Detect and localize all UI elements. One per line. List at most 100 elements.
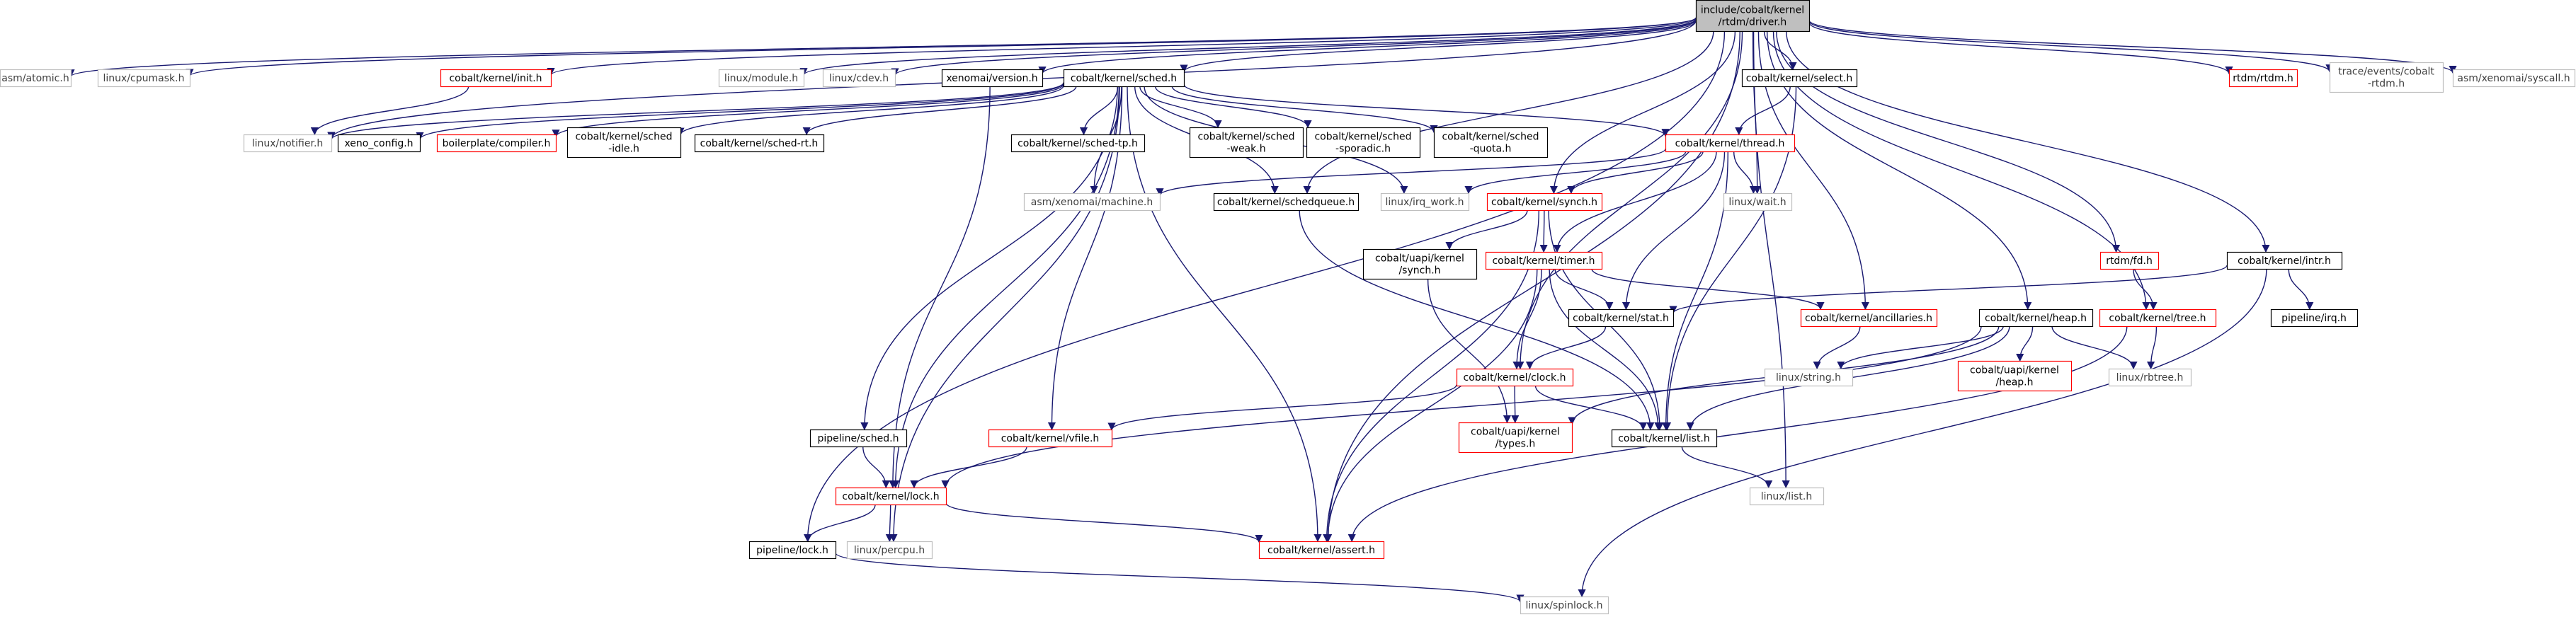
node-k-clock[interactable]: cobalt/kernel/clock.h bbox=[1456, 368, 1574, 387]
node-k-synch[interactable]: cobalt/kernel/synch.h bbox=[1486, 192, 1603, 212]
node-box bbox=[1749, 487, 1825, 506]
edge-xen_version-to-k_lock bbox=[889, 86, 991, 489]
node-k-list[interactable]: cobalt/kernel/list.h bbox=[1611, 429, 1718, 448]
node-label: -rtdm.h bbox=[2368, 78, 2405, 89]
node-label: asm/xenomai/syscall.h bbox=[2457, 73, 2570, 84]
node-pipeline-lock[interactable]: pipeline/lock.h bbox=[748, 541, 837, 560]
node-uapi-types[interactable]: cobalt/uapi/kernel/types.h bbox=[1458, 422, 1573, 454]
node-xeno-config[interactable]: xeno_config.h bbox=[337, 134, 421, 153]
node-sched-sporadic[interactable]: cobalt/kernel/sched-sporadic.h bbox=[1306, 127, 1421, 158]
node-k-select[interactable]: cobalt/kernel/select.h bbox=[1741, 69, 1858, 88]
node-label: cobalt/kernel/intr.h bbox=[2238, 255, 2331, 267]
node-box bbox=[337, 134, 421, 153]
node-k-schedqueue[interactable]: cobalt/kernel/schedqueue.h bbox=[1213, 192, 1360, 212]
node-linux-string: linux/string.h bbox=[1764, 368, 1854, 387]
node-k-sched[interactable]: cobalt/kernel/sched.h bbox=[1063, 69, 1185, 88]
edge-k_sched-to-sched_tp bbox=[1079, 86, 1119, 136]
edge-line bbox=[327, 82, 1064, 141]
node-uapi-heap[interactable]: cobalt/uapi/kernel/heap.h bbox=[1957, 360, 2073, 392]
node-sched-rt[interactable]: cobalt/kernel/sched-rt.h bbox=[694, 134, 825, 153]
node-sched-tp[interactable]: cobalt/kernel/sched-tp.h bbox=[1010, 134, 1146, 153]
edge-k_timer-to-k_clock bbox=[1512, 268, 1542, 370]
edge-root-to-k_synch bbox=[1549, 30, 1736, 195]
node-sched-quota[interactable]: cobalt/kernel/sched-quota.h bbox=[1433, 127, 1549, 158]
node-rtdm-fd[interactable]: rtdm/fd.h bbox=[2099, 251, 2160, 270]
node-uapi-synch[interactable]: cobalt/uapi/kernel/synch.h bbox=[1362, 248, 1478, 280]
edge-line bbox=[910, 446, 1027, 489]
node-k-ancillaries[interactable]: cobalt/kernel/ancillaries.h bbox=[1800, 308, 1938, 328]
node-label: cobalt/kernel/tree.h bbox=[2109, 313, 2206, 324]
edge-layer bbox=[67, 17, 2457, 603]
edge-line bbox=[799, 18, 1697, 76]
edge-line bbox=[1427, 278, 1512, 424]
node-linux-wait: linux/wait.h bbox=[1723, 192, 1793, 212]
edge-k_timer-to-k_stat bbox=[1554, 268, 1614, 311]
edge-line bbox=[1347, 325, 2128, 543]
node-label: cobalt/kernel/sched bbox=[1442, 131, 1539, 142]
node-k-stat[interactable]: cobalt/kernel/stat.h bbox=[1568, 308, 1675, 328]
edge-line bbox=[1591, 268, 1825, 311]
node-box bbox=[1611, 429, 1718, 448]
node-label: cobalt/kernel/synch.h bbox=[1491, 197, 1597, 208]
edge-k_heap-to-linux_rbtree bbox=[2051, 325, 2138, 370]
node-k-vfile[interactable]: cobalt/kernel/vfile.h bbox=[988, 429, 1113, 448]
edge-root-to-k_clock bbox=[1516, 30, 1743, 370]
edge-line bbox=[1171, 86, 1438, 134]
edge-rtdm_fd-to-k_tree bbox=[2133, 268, 2158, 311]
node-label: cobalt/kernel/sched bbox=[575, 131, 672, 142]
node-k-timer[interactable]: cobalt/kernel/timer.h bbox=[1485, 251, 1603, 270]
node-root[interactable]: include/cobalt/kernel/rtdm/driver.h bbox=[1695, 0, 1811, 33]
node-k-init[interactable]: cobalt/kernel/init.h bbox=[440, 69, 552, 88]
node-box bbox=[1306, 127, 1421, 158]
node-label: linux/irq_work.h bbox=[1385, 197, 1464, 208]
edge-line bbox=[1554, 268, 1614, 311]
edge-line bbox=[676, 85, 1064, 136]
edge-k_intr-to-linux_spinlock bbox=[1578, 268, 2267, 598]
edge-root-to-k_schedqueue bbox=[1303, 30, 1714, 195]
node-k-tree[interactable]: cobalt/kernel/tree.h bbox=[2099, 308, 2217, 328]
node-k-heap[interactable]: cobalt/kernel/heap.h bbox=[1978, 308, 2094, 328]
node-box bbox=[1520, 596, 1609, 615]
node-xen-version[interactable]: xenomai/version.h bbox=[941, 69, 1044, 88]
node-linux-spinlock: linux/spinlock.h bbox=[1520, 596, 1609, 615]
node-k-intr[interactable]: cobalt/kernel/intr.h bbox=[2226, 251, 2343, 270]
node-label: cobalt/kernel/vfile.h bbox=[1001, 433, 1100, 444]
edge-root-to-rtdm_rtdm bbox=[1808, 22, 2233, 75]
node-sched-idle[interactable]: cobalt/kernel/sched-idle.h bbox=[566, 127, 682, 158]
node-linux-list: linux/list.h bbox=[1749, 487, 1825, 506]
node-box bbox=[1023, 192, 1161, 212]
node-pipeline-irq[interactable]: pipeline/irq.h bbox=[2270, 308, 2359, 328]
node-linux-irq-work: linux/irq_work.h bbox=[1380, 192, 1470, 212]
edge-line bbox=[1553, 151, 1717, 253]
edge-k_lock-to-pipeline_lock bbox=[804, 504, 876, 543]
node-label: linux/string.h bbox=[1776, 372, 1841, 384]
node-label: -weak.h bbox=[1226, 143, 1265, 154]
node-label: linux/wait.h bbox=[1728, 197, 1786, 208]
node-k-thread[interactable]: cobalt/kernel/thread.h bbox=[1665, 134, 1796, 153]
node-box bbox=[1764, 368, 1854, 387]
node-k-assert[interactable]: cobalt/kernel/assert.h bbox=[1258, 541, 1385, 560]
edge-line bbox=[186, 17, 1697, 77]
node-label: cobalt/kernel/lock.h bbox=[842, 491, 939, 502]
edge-line bbox=[547, 18, 1697, 76]
edge-k_lock-to-linux_percpu bbox=[885, 504, 894, 543]
node-box bbox=[694, 134, 825, 153]
node-boilerplate-compiler[interactable]: boilerplate/compiler.h bbox=[436, 134, 557, 153]
node-box bbox=[2226, 251, 2343, 270]
node-k-lock[interactable]: cobalt/kernel/lock.h bbox=[835, 487, 947, 506]
node-label: xeno_config.h bbox=[344, 138, 413, 149]
node-linux-cdev: linux/cdev.h bbox=[822, 69, 896, 88]
edge-k_thread-to-asm_machine bbox=[1156, 148, 1666, 197]
edge-k_vfile-to-k_lock bbox=[910, 446, 1027, 489]
edge-root-to-pipeline_lock bbox=[803, 30, 1726, 543]
node-trace-rtdm: trace/events/cobalt-rtdm.h bbox=[2329, 62, 2444, 93]
edge-line bbox=[1139, 86, 1222, 129]
edge-root-to-trace_rtdm bbox=[1808, 21, 2334, 73]
edge-root-to-linux_cpumask bbox=[186, 17, 1697, 77]
node-label: cobalt/kernel/init.h bbox=[449, 73, 542, 84]
node-label: asm/xenomai/machine.h bbox=[1031, 197, 1153, 208]
node-sched-weak[interactable]: cobalt/kernel/sched-weak.h bbox=[1189, 127, 1304, 158]
node-rtdm-rtdm[interactable]: rtdm/rtdm.h bbox=[2228, 69, 2298, 88]
node-label: xenomai/version.h bbox=[946, 73, 1037, 84]
node-pipeline-sched[interactable]: pipeline/sched.h bbox=[809, 429, 908, 448]
